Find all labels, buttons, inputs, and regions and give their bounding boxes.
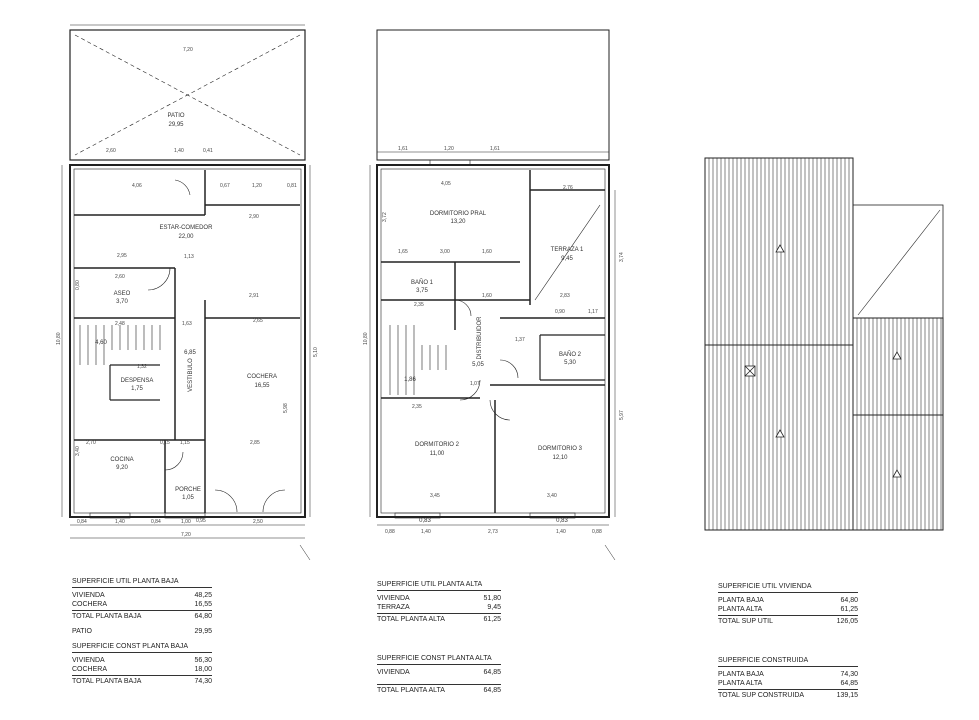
dim-label: 3,40 — [75, 446, 81, 456]
dim-label: 2,48 — [115, 321, 125, 327]
room-dormitorio-3-label: DORMITORIO 3 — [538, 446, 583, 452]
room-despensa-area: 1,75 — [131, 386, 143, 392]
dim-label: 2,60 — [106, 148, 116, 154]
dim-label: 0,84 — [151, 519, 161, 525]
room-distribuidor-area: 5,05 — [472, 362, 484, 368]
dim-label: 1,40 — [556, 529, 566, 535]
dim-label: 1,17 — [588, 309, 598, 315]
room-aseo-label: ASEO — [114, 291, 131, 297]
dim-label: 1,32 — [137, 364, 147, 370]
dim-label: 2,50 — [253, 519, 263, 525]
dim-label: 2,70 — [86, 440, 96, 446]
plan-cubierta — [704, 157, 944, 531]
room-patio-area: 29,95 — [168, 122, 184, 128]
room-vestibulo-area: 6,85 — [184, 350, 196, 356]
room-dormitorio-pral-area: 13,20 — [450, 219, 466, 225]
dim-label: 1,37 — [515, 337, 525, 343]
room-cochera-label: COCHERA — [247, 374, 277, 380]
room-aseo-area: 3,70 — [116, 299, 128, 305]
dim-label: 2,73 — [488, 529, 498, 535]
room-dormitorio-3-area: 12,10 — [552, 455, 568, 461]
dim-label: 1,60 — [482, 249, 492, 255]
room-distribuidor-label: DISTRIBUIDOR — [477, 316, 483, 360]
room-dormitorio-pral-label: DORMITORIO PRAL — [430, 211, 487, 217]
stair-area-label: 4,60 — [95, 340, 107, 346]
dim-label: 0,41 — [203, 148, 213, 154]
dim-label: 0,67 — [220, 183, 230, 189]
dim-label: 1,40 — [174, 148, 184, 154]
dim-label: 2,65 — [253, 318, 263, 324]
dim-label: 5,10 — [313, 347, 319, 357]
room-despensa-label: DESPENSA — [121, 378, 154, 384]
dim-label: 5,97 — [619, 410, 625, 420]
dim-label: 4,05 — [441, 181, 451, 187]
room-bano-1-label: BAÑO 1 — [411, 279, 434, 286]
plan-planta-alta — [369, 29, 616, 561]
window-area-label: 0,83 — [419, 518, 431, 524]
dim-label: 2,83 — [560, 293, 570, 299]
dim-label: 0,81 — [287, 183, 297, 189]
dim-label: 1,15 — [180, 440, 190, 446]
room-vestibulo-label: VESTIBULO — [188, 358, 194, 392]
dim-label: 4,06 — [132, 183, 142, 189]
room-dormitorio-2-label: DORMITORIO 2 — [415, 442, 460, 448]
dim-label: 2,95 — [117, 253, 127, 259]
dim-label: 1,61 — [490, 146, 500, 152]
dim-label: 10,80 — [56, 332, 62, 345]
dim-label: 2,35 — [414, 302, 424, 308]
dim-label: 1,60 — [482, 293, 492, 299]
room-porche-label: PORCHE — [175, 487, 201, 493]
dim-label: 1,20 — [252, 183, 262, 189]
room-bano-1-area: 3,75 — [416, 288, 428, 294]
dim-label: 0,90 — [555, 309, 565, 315]
dim-label: 1,63 — [182, 321, 192, 327]
dim-label: 3,45 — [430, 493, 440, 499]
dim-label: 1,61 — [398, 146, 408, 152]
dim-label: 10,80 — [363, 332, 369, 345]
dim-label: 1,20 — [444, 146, 454, 152]
window-area-label: 0,83 — [556, 518, 568, 524]
dim-label: 1,65 — [398, 249, 408, 255]
dim-label: 1,07 — [470, 381, 480, 387]
room-porche-area: 1,05 — [182, 495, 194, 501]
room-patio-label: PATIO — [167, 113, 184, 119]
dim-label: 3,74 — [619, 252, 625, 262]
dim-label: 0,84 — [77, 519, 87, 525]
room-bano-2-area: 5,30 — [564, 360, 576, 366]
plan-planta-baja — [61, 24, 311, 561]
dim-label: 2,76 — [563, 185, 573, 191]
dim-label: 3,40 — [547, 493, 557, 499]
room-estar-comedor-label: ESTAR-COMEDOR — [160, 225, 214, 231]
dim-label: 7,20 — [181, 532, 191, 538]
room-cochera-area: 16,55 — [254, 383, 270, 389]
dim-label: 1,00 — [181, 519, 191, 525]
dim-label: 2,60 — [115, 274, 125, 280]
dim-label: 3,00 — [440, 249, 450, 255]
dim-label: 0,15 — [160, 440, 170, 446]
room-cocina-area: 9,20 — [116, 465, 128, 471]
dim-label: 3,72 — [382, 212, 388, 222]
dim-label: 0,95 — [196, 518, 206, 524]
dim-label: 2,90 — [249, 214, 259, 220]
dim-label: 2,91 — [249, 293, 259, 299]
room-terraza-1-label: TERRAZA 1 — [551, 247, 584, 253]
room-estar-comedor-area: 22,00 — [178, 234, 194, 240]
dim-label: 1,13 — [184, 254, 194, 260]
room-terraza-1-area: 9,45 — [561, 256, 573, 262]
dim-label: 7,20 — [183, 47, 193, 53]
room-bano-2-label: BAÑO 2 — [559, 351, 582, 358]
dim-label: 1,40 — [421, 529, 431, 535]
dim-label: 1,40 — [115, 519, 125, 525]
dim-label: 0,88 — [385, 529, 395, 535]
dim-label: 0,80 — [75, 280, 81, 290]
room-cocina-label: COCINA — [110, 457, 133, 463]
dim-label: 2,85 — [250, 440, 260, 446]
dim-label: 0,88 — [592, 529, 602, 535]
dim-label: 5,98 — [283, 403, 289, 413]
dim-label: 2,35 — [412, 404, 422, 410]
room-dormitorio-2-area: 11,00 — [430, 451, 445, 457]
stair-area-label: 1,86 — [404, 377, 416, 383]
